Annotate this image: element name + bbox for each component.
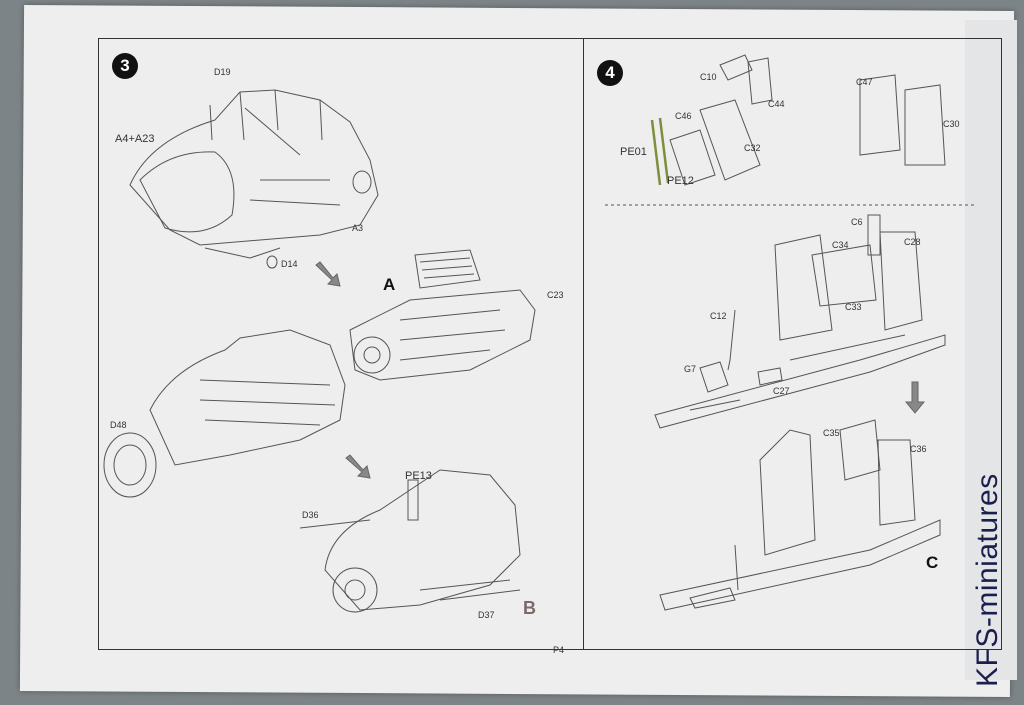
- page-number: P4: [553, 645, 565, 655]
- next-page-edge: [965, 20, 1017, 680]
- subassembly-b-label: B: [523, 598, 536, 618]
- part-label-d19: D19: [214, 67, 231, 77]
- part-label-c27: C27: [773, 386, 790, 396]
- cowling-assembly-b-drawing: [299, 469, 521, 613]
- part-label-c12: C12: [710, 311, 727, 321]
- part-label-c44: C44: [768, 99, 785, 109]
- part-label-g7: G7: [684, 364, 697, 374]
- part-label-a3: A3: [352, 223, 364, 233]
- part-label-d36: D36: [302, 510, 319, 520]
- watermark-text: KFS-miniatures: [971, 473, 1004, 687]
- cockpit-floor-drawing: [654, 214, 946, 429]
- step-4-badge: 4: [597, 60, 623, 86]
- step-3-badge: 3: [112, 53, 138, 79]
- part-label-c33: C33: [845, 302, 862, 312]
- subassembly-c-label: C: [926, 553, 939, 572]
- part-label-c10: C10: [700, 72, 717, 82]
- cowling-assembly-drawing: [103, 329, 346, 498]
- part-label-c46: C46: [675, 111, 692, 121]
- part-label-d14: D14: [281, 259, 298, 269]
- part-label-c28: C28: [904, 237, 921, 247]
- part-label-a4-a23: A4+A23: [115, 133, 155, 145]
- part-label-c6: C6: [851, 217, 863, 227]
- part-label-c34: C34: [832, 240, 849, 250]
- part-label-c35: C35: [823, 428, 840, 438]
- subassembly-a-label: A: [383, 275, 396, 294]
- direction-arrows: [315, 261, 926, 479]
- part-label-c36: C36: [910, 444, 927, 454]
- seat-parts-drawing: [650, 54, 946, 186]
- part-label-d37: D37: [478, 610, 495, 620]
- part-label-pe13: PE13: [405, 470, 432, 482]
- part-label-d48: D48: [110, 420, 127, 430]
- engine-drawing: [349, 249, 536, 381]
- part-label-c30: C30: [943, 119, 960, 129]
- instruction-frame: [98, 38, 1002, 650]
- part-label-c47: C47: [856, 77, 873, 87]
- part-label-c23: C23: [547, 290, 564, 300]
- part-label-c32: C32: [744, 143, 761, 153]
- cockpit-assembly-c-drawing: [659, 419, 941, 611]
- watermark: KFS-miniatures: [968, 458, 1008, 688]
- nose-cowling-drawing: [129, 89, 379, 269]
- step-divider: [583, 38, 584, 650]
- part-label-pe12: PE12: [667, 175, 694, 187]
- part-label-pe01: PE01: [620, 146, 647, 158]
